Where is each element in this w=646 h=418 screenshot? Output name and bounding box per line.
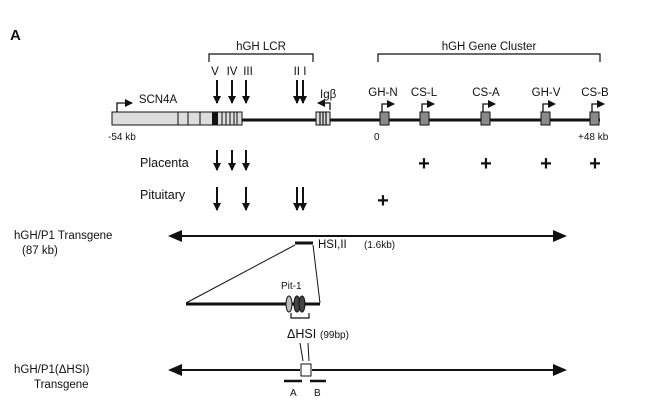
placenta-plus-cs-l: +	[418, 153, 430, 175]
gene-label-cs-b: CS-B	[581, 87, 609, 99]
gh-gene-csl: CS-L	[411, 87, 438, 126]
gene-label-cs-l: CS-L	[411, 87, 438, 99]
pituitary-hs-arrows	[213, 187, 307, 211]
transgene2-name-line2: Transgene	[34, 379, 89, 391]
deletion-label: ΔHSI	[287, 327, 316, 341]
igb-gene: Igβ	[315, 89, 337, 126]
pituitary-label: Pituitary	[140, 188, 186, 202]
hs-iv-label: IV	[227, 66, 238, 78]
deletion-bracket	[290, 313, 310, 319]
transgene1-size: (87 kb)	[22, 245, 58, 257]
scn4a-label: SCN4A	[139, 94, 178, 106]
gene-label-cs-a: CS-A	[472, 87, 500, 99]
gh-gene-csb: CS-B	[581, 87, 609, 126]
pituitary-plus-gh-n: +	[377, 190, 389, 212]
hs-iii-label: III	[243, 66, 253, 78]
gene-label-gh-n: GH-N	[368, 87, 397, 99]
gh-gene-csa: CS-A	[472, 87, 500, 126]
transgene1-name: hGH/P1 Transgene	[14, 230, 112, 242]
hs-fragment-size: (1.6kb)	[364, 240, 395, 251]
probe-b-label: B	[314, 388, 321, 399]
coord-right: +48 kb	[578, 132, 609, 143]
deletion-size: (99bp)	[320, 330, 349, 341]
lcr-label: hGH LCR	[236, 41, 286, 53]
gh-gene-n: GH-N	[368, 87, 398, 126]
gh-gene-ghv: GH-V	[532, 87, 561, 126]
placenta-label: Placenta	[140, 156, 189, 170]
transgene2-double-arrow	[168, 363, 567, 377]
hs-fragment-label: HSI,II	[318, 239, 347, 251]
pit1-label: Pit-1	[281, 281, 302, 292]
expansion-lines	[185, 244, 321, 304]
hs-arrows	[213, 80, 307, 104]
cluster-label: hGH Gene Cluster	[442, 41, 537, 53]
coord-zero: 0	[374, 132, 380, 143]
hs-ii-i-label: II I	[294, 66, 307, 78]
igb-label: Igβ	[320, 89, 337, 101]
transgene1-double-arrow	[168, 230, 567, 242]
gene-label-gh-v: GH-V	[532, 87, 561, 99]
placenta-hs-arrows	[213, 150, 250, 171]
hs-v-label: V	[211, 66, 219, 78]
transgene2-name-line1: hGH/P1(ΔHSI)	[14, 364, 90, 376]
placenta-plus-cs-b: +	[589, 153, 601, 175]
pit1-sites	[285, 295, 306, 313]
lcr-bracket: hGH LCR	[208, 41, 314, 62]
placenta-plus-cs-a: +	[480, 153, 492, 175]
cluster-bracket: hGH Gene Cluster	[377, 41, 601, 62]
probe-a-label: A	[290, 388, 297, 399]
scn4a-gene: SCN4A	[111, 94, 243, 126]
deletion-guides	[299, 342, 310, 362]
placenta-plus-gh-v: +	[540, 153, 552, 175]
coord-left: -54 kb	[108, 132, 136, 143]
panel-label: A	[10, 27, 21, 44]
